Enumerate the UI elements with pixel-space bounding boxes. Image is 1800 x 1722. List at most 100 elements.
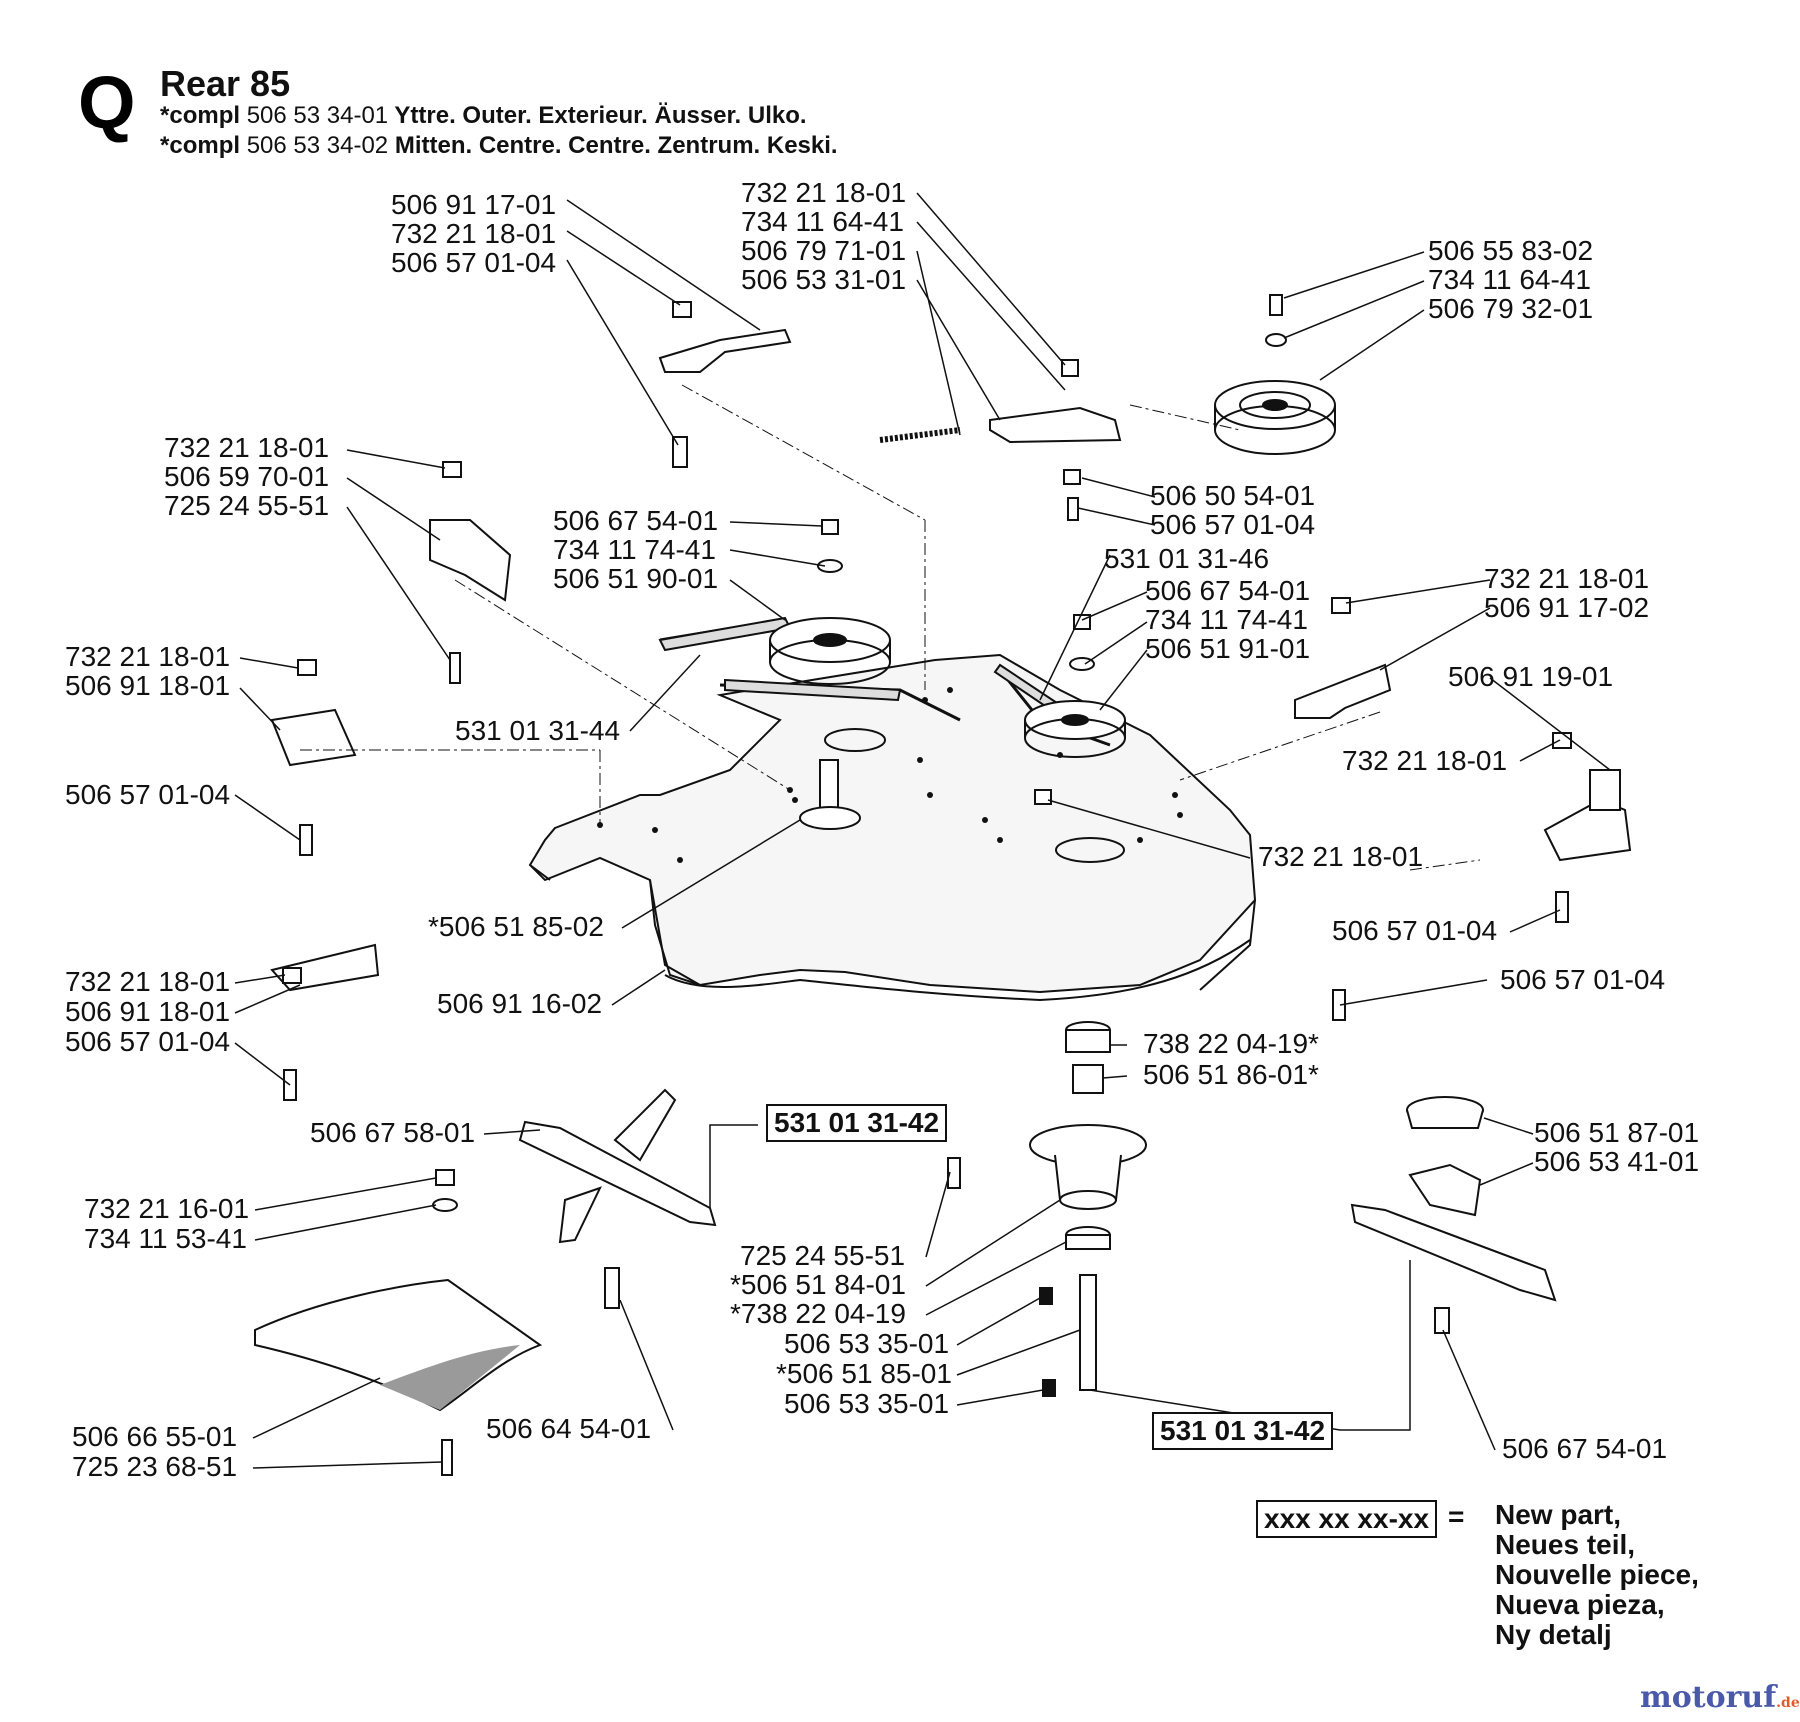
compl-line-2: *compl 506 53 34-02 Mitten. Centre. Cent… <box>160 134 838 158</box>
part-label: 506 57 01-04 <box>1500 964 1666 995</box>
legend-code-box: xxx xx xx-xx <box>1256 1500 1438 1538</box>
bracket-506-91-18-01-top <box>270 708 357 767</box>
part-label: *506 51 85-02 <box>428 911 604 942</box>
part-label: *506 51 85-01 <box>776 1358 952 1389</box>
part-label: 531 01 31-46 <box>1104 543 1270 574</box>
key-506-53-35-01-bottom <box>1042 1379 1056 1397</box>
part-label: 732 21 18-01 <box>741 177 907 208</box>
section-letter: Q <box>78 61 136 144</box>
part-label: 732 21 16-01 <box>84 1193 250 1224</box>
part-label: 732 21 18-01 <box>65 641 231 672</box>
legend-line-3: Nouvelle piece, <box>1495 1559 1699 1590</box>
bracket-506-91-17-01 <box>658 328 792 373</box>
part-label: 506 91 19-01 <box>1448 661 1614 692</box>
compl-desc: Yttre. Outer. Exterieur. Äusser. Ulko. <box>394 102 807 129</box>
part-label: 506 53 41-01 <box>1534 1146 1700 1177</box>
tensioner-bushing <box>1063 469 1081 485</box>
tensioner-bolt <box>1067 497 1079 521</box>
compl-number: 506 53 34-01 <box>246 102 389 129</box>
part-label: 732 21 18-01 <box>65 966 231 997</box>
part-label: 506 67 58-01 <box>310 1117 476 1148</box>
part-label: 506 53 35-01 <box>784 1328 950 1359</box>
blade-right <box>1350 1203 1557 1302</box>
bolt-top-right <box>1269 294 1283 316</box>
part-label: 734 11 74-41 <box>553 534 716 565</box>
part-label: 734 11 64-41 <box>741 206 904 237</box>
part-label: 725 23 68-51 <box>72 1451 238 1482</box>
part-label: 725 24 55-51 <box>164 490 330 521</box>
part-label: 506 53 35-01 <box>784 1388 950 1419</box>
new-part-label-blade-left: 531 01 31-42 <box>766 1104 948 1142</box>
part-label: 506 51 90-01 <box>553 563 719 594</box>
part-label: 506 67 54-01 <box>1145 575 1311 606</box>
bracket-506-91-17-02 <box>1294 663 1392 719</box>
part-label: 531 01 31-44 <box>455 715 621 746</box>
part-label: 506 53 31-01 <box>741 264 907 295</box>
part-label: 506 66 55-01 <box>72 1421 238 1452</box>
spindle-opening-right <box>1055 837 1125 863</box>
legend-equals: = <box>1448 1501 1465 1532</box>
part-label: 506 67 54-01 <box>1502 1433 1668 1464</box>
part-label: 506 51 86-01* <box>1143 1059 1319 1090</box>
legend-line-2: Neues teil, <box>1495 1529 1636 1560</box>
part-label: 734 11 64-41 <box>1428 264 1591 295</box>
section-title: Rear 85 <box>160 63 291 104</box>
part-label: 506 57 01-04 <box>65 779 231 810</box>
part-label: 725 24 55-51 <box>740 1240 906 1271</box>
motoruf-watermark-logo: motoruf.de <box>1640 1680 1800 1715</box>
bracket-tube <box>1589 769 1621 811</box>
part-label: 506 91 16-02 <box>437 988 603 1019</box>
adapter-506-53-41-01 <box>1408 1163 1482 1217</box>
part-label: 506 79 71-01 <box>741 235 907 266</box>
tensioner-arm <box>989 406 1122 444</box>
spindle-collar-left <box>799 806 861 830</box>
bracket-506-59-70-01 <box>429 519 512 602</box>
belt-guide-2 <box>724 678 902 702</box>
compl-prefix: *compl <box>160 102 241 129</box>
compl-prefix: *compl <box>160 132 241 159</box>
key-506-53-35-01-top <box>1039 1287 1053 1305</box>
part-label: 506 91 17-01 <box>391 189 557 220</box>
part-label: 506 57 01-04 <box>1332 915 1498 946</box>
part-label: 506 67 54-01 <box>553 505 719 536</box>
part-label: 506 57 01-04 <box>391 247 557 278</box>
legend-line-5: Ny detalj <box>1495 1619 1612 1650</box>
legend-line-4: Nueva pieza, <box>1495 1589 1665 1620</box>
compl-desc: Mitten. Centre. Centre. Zentrum. Keski. <box>394 132 838 159</box>
part-label: 734 11 74-41 <box>1145 604 1308 635</box>
part-label: 506 55 83-02 <box>1428 235 1594 266</box>
part-label: 734 11 53-41 <box>84 1223 247 1254</box>
part-label: 506 51 91-01 <box>1145 633 1311 664</box>
part-label: 506 50 54-01 <box>1150 480 1316 511</box>
fastener-group <box>282 301 1572 1476</box>
part-label: 738 22 04-19* <box>1143 1028 1319 1059</box>
part-label: 732 21 18-01 <box>391 218 557 249</box>
compl-line-1: *compl 506 53 34-01 Yttre. Outer. Exteri… <box>160 104 807 128</box>
part-label: 506 57 01-04 <box>65 1026 231 1057</box>
part-label: *506 51 84-01 <box>730 1269 906 1300</box>
new-part-label-blade-right: 531 01 31-42 <box>1152 1412 1334 1450</box>
part-label: 732 21 18-01 <box>1342 745 1508 776</box>
part-label: 506 57 01-04 <box>1150 509 1316 540</box>
blade-left <box>518 1120 717 1227</box>
part-label: 506 91 18-01 <box>65 996 231 1027</box>
part-label: 732 21 18-01 <box>1258 841 1424 872</box>
part-label: *738 22 04-19 <box>730 1298 906 1329</box>
deck-rim-lower <box>664 939 1251 1002</box>
part-label: 506 79 32-01 <box>1428 293 1594 324</box>
part-label: 506 91 18-01 <box>65 670 231 701</box>
part-label: 732 21 18-01 <box>164 432 330 463</box>
blade-fan-506-67-58-01 <box>558 1088 677 1244</box>
spindle-opening-left <box>824 728 886 752</box>
compl-number: 506 53 34-02 <box>246 132 389 159</box>
watermark-brand: motoruf <box>1640 1680 1777 1715</box>
watermark-suffix: .de <box>1776 1695 1800 1711</box>
part-label: 506 64 54-01 <box>486 1413 652 1444</box>
part-label: 506 59 70-01 <box>164 461 330 492</box>
part-label: 506 51 87-01 <box>1534 1117 1700 1148</box>
part-label: 506 91 17-02 <box>1484 592 1650 623</box>
legend-line-1: New part, <box>1495 1499 1622 1530</box>
tension-spring <box>879 427 961 443</box>
